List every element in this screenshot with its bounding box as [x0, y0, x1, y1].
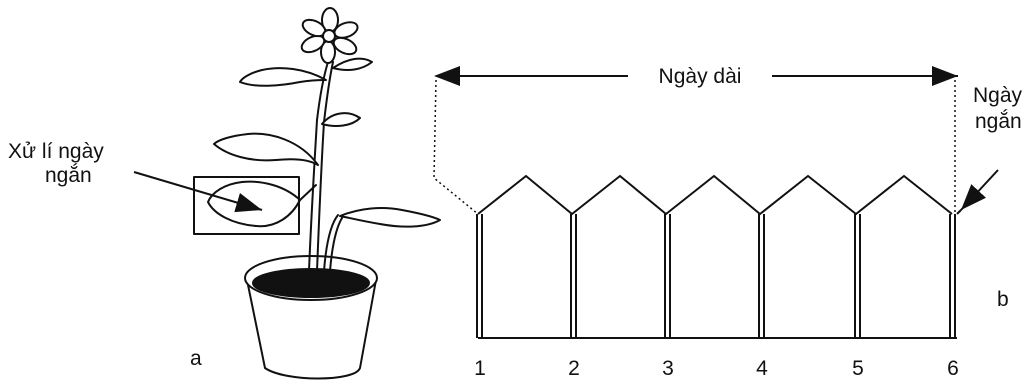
leaf-small-mid: [322, 113, 360, 126]
plant-number-3: 3: [656, 357, 680, 380]
photoperiod-diagram: [434, 76, 998, 338]
plant-number-5: 5: [846, 357, 870, 380]
potted-plant-illustration: [194, 8, 440, 379]
plant-number-4: 4: [750, 357, 774, 380]
long-day-label: Ngày dài: [636, 65, 764, 88]
pot-soil: [253, 269, 369, 297]
plant-number-6: 6: [941, 357, 965, 380]
short-day-arrow: [961, 170, 998, 210]
treatment-label-line1: Xử lí ngày: [8, 140, 104, 163]
plant-number-2: 2: [562, 357, 586, 380]
leaf-treated: [208, 182, 300, 227]
short-day-connector: [957, 210, 961, 214]
leaf-top-right: [333, 59, 372, 70]
plant-number-1: 1: [468, 357, 492, 380]
leaf-top-left: [240, 68, 326, 86]
flower-pot: [245, 256, 377, 379]
panel-b-label: b: [997, 288, 1009, 311]
short-day-label-line2: ngắn: [975, 110, 1022, 133]
roof-zigzag: [478, 176, 952, 214]
plant-stems: [477, 214, 955, 338]
flower: [299, 8, 360, 63]
leaf-mid-left: [214, 134, 318, 165]
main-stem: [309, 62, 333, 271]
left-guide-dotted: [434, 80, 478, 214]
leaf-lower-right: [340, 208, 440, 227]
panel-a-label: a: [190, 347, 202, 370]
short-day-label-line1: Ngày: [973, 84, 1022, 107]
treatment-label-line2: ngắn: [45, 164, 92, 187]
